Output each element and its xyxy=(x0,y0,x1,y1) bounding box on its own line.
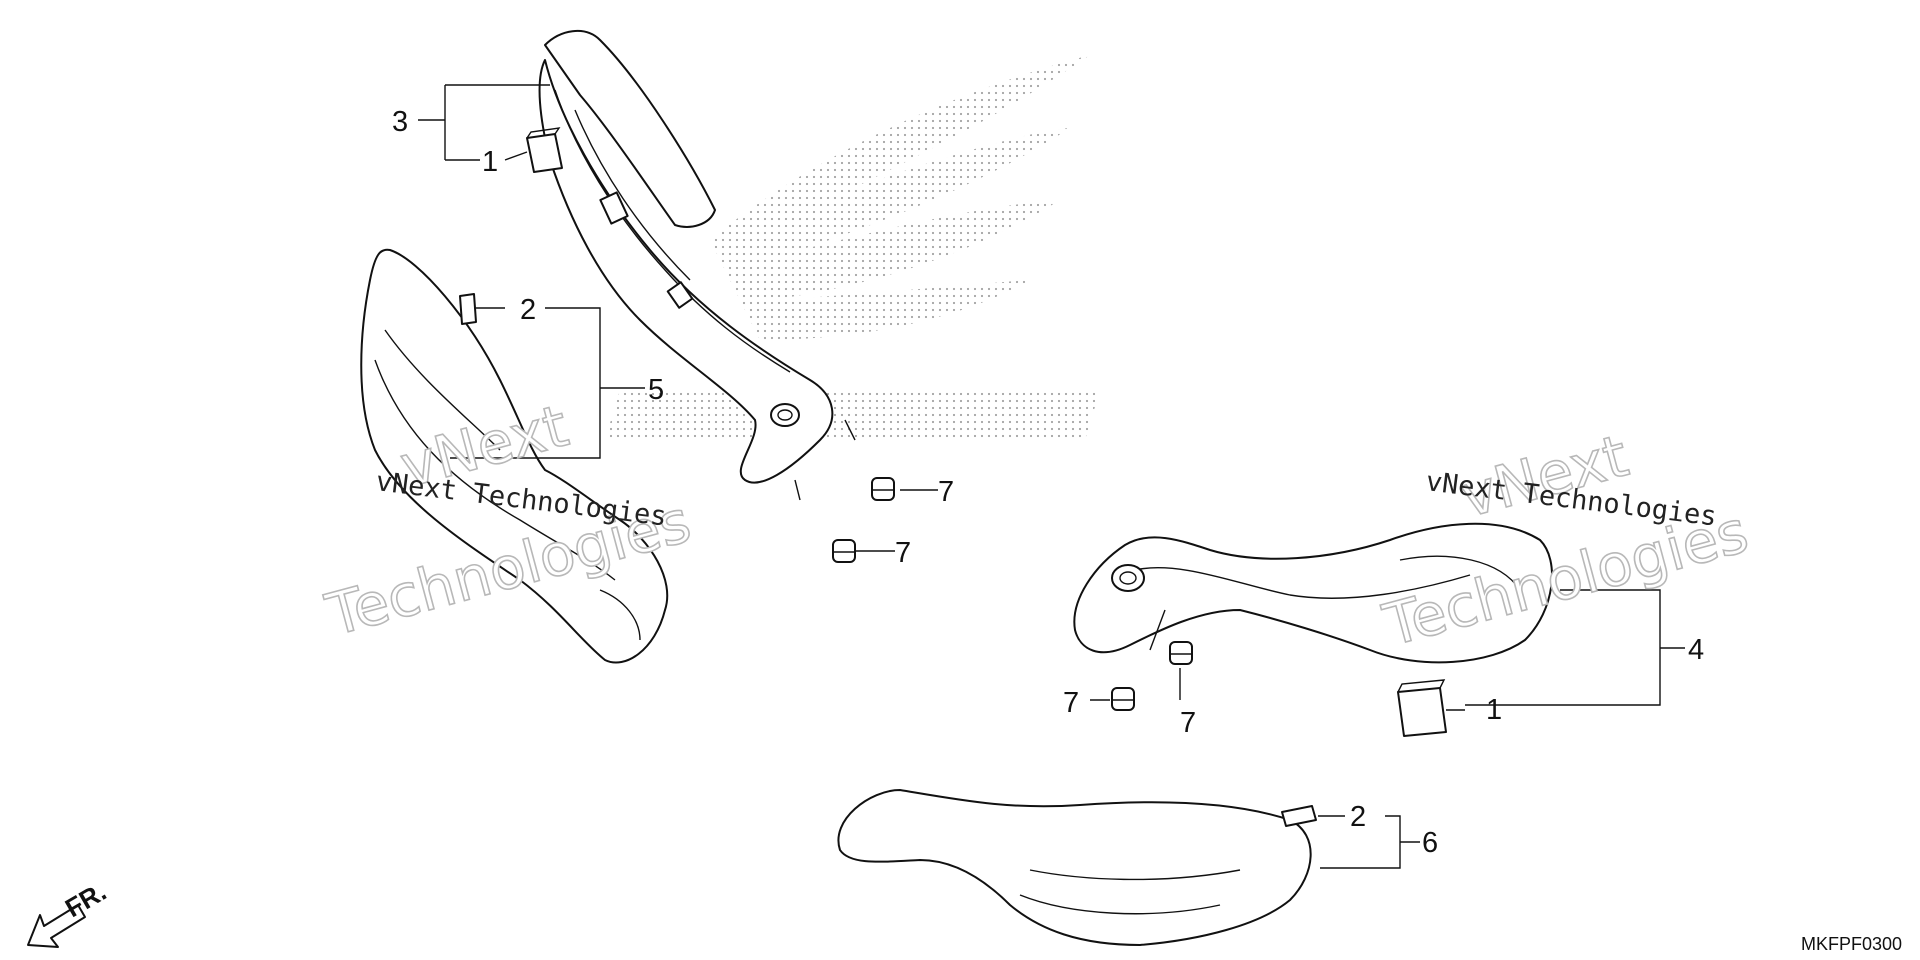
callout-2-upper: 2 xyxy=(520,294,536,326)
grommet-upper xyxy=(871,477,895,501)
mirror-housing-right xyxy=(837,789,1312,946)
callout-7-lower-right: 7 xyxy=(1180,707,1196,739)
callout-6: 6 xyxy=(1422,827,1438,859)
callout-2-lower: 2 xyxy=(1350,801,1366,833)
callout-4: 4 xyxy=(1688,634,1704,666)
block-part-1-upper xyxy=(526,127,563,173)
grommet-lower-left xyxy=(1111,687,1135,711)
callout-7-middle: 7 xyxy=(895,537,911,569)
block-part-1-lower xyxy=(1397,679,1447,737)
front-direction-arrow: FR. xyxy=(27,876,111,948)
callout-1-upper: 1 xyxy=(482,146,498,178)
mirror-stay-upper xyxy=(538,29,856,501)
callout-3: 3 xyxy=(392,106,408,138)
callout-7-lower-left: 7 xyxy=(1063,687,1079,719)
mirror-stay-right xyxy=(1073,522,1553,664)
grommet-middle xyxy=(832,539,856,563)
callout-7-upper: 7 xyxy=(938,476,954,508)
callout-1-lower: 1 xyxy=(1486,694,1502,726)
callout-5: 5 xyxy=(648,374,664,406)
brand-wing-emblem xyxy=(605,55,1100,440)
block-part-2-lower xyxy=(1281,805,1317,827)
leader-lines xyxy=(418,84,1685,869)
diagram-code: MKFPF0300 xyxy=(1801,934,1902,954)
mirror-housing-left xyxy=(360,248,669,664)
grommet-lower-right xyxy=(1169,641,1193,665)
block-part-2-upper xyxy=(459,293,477,325)
